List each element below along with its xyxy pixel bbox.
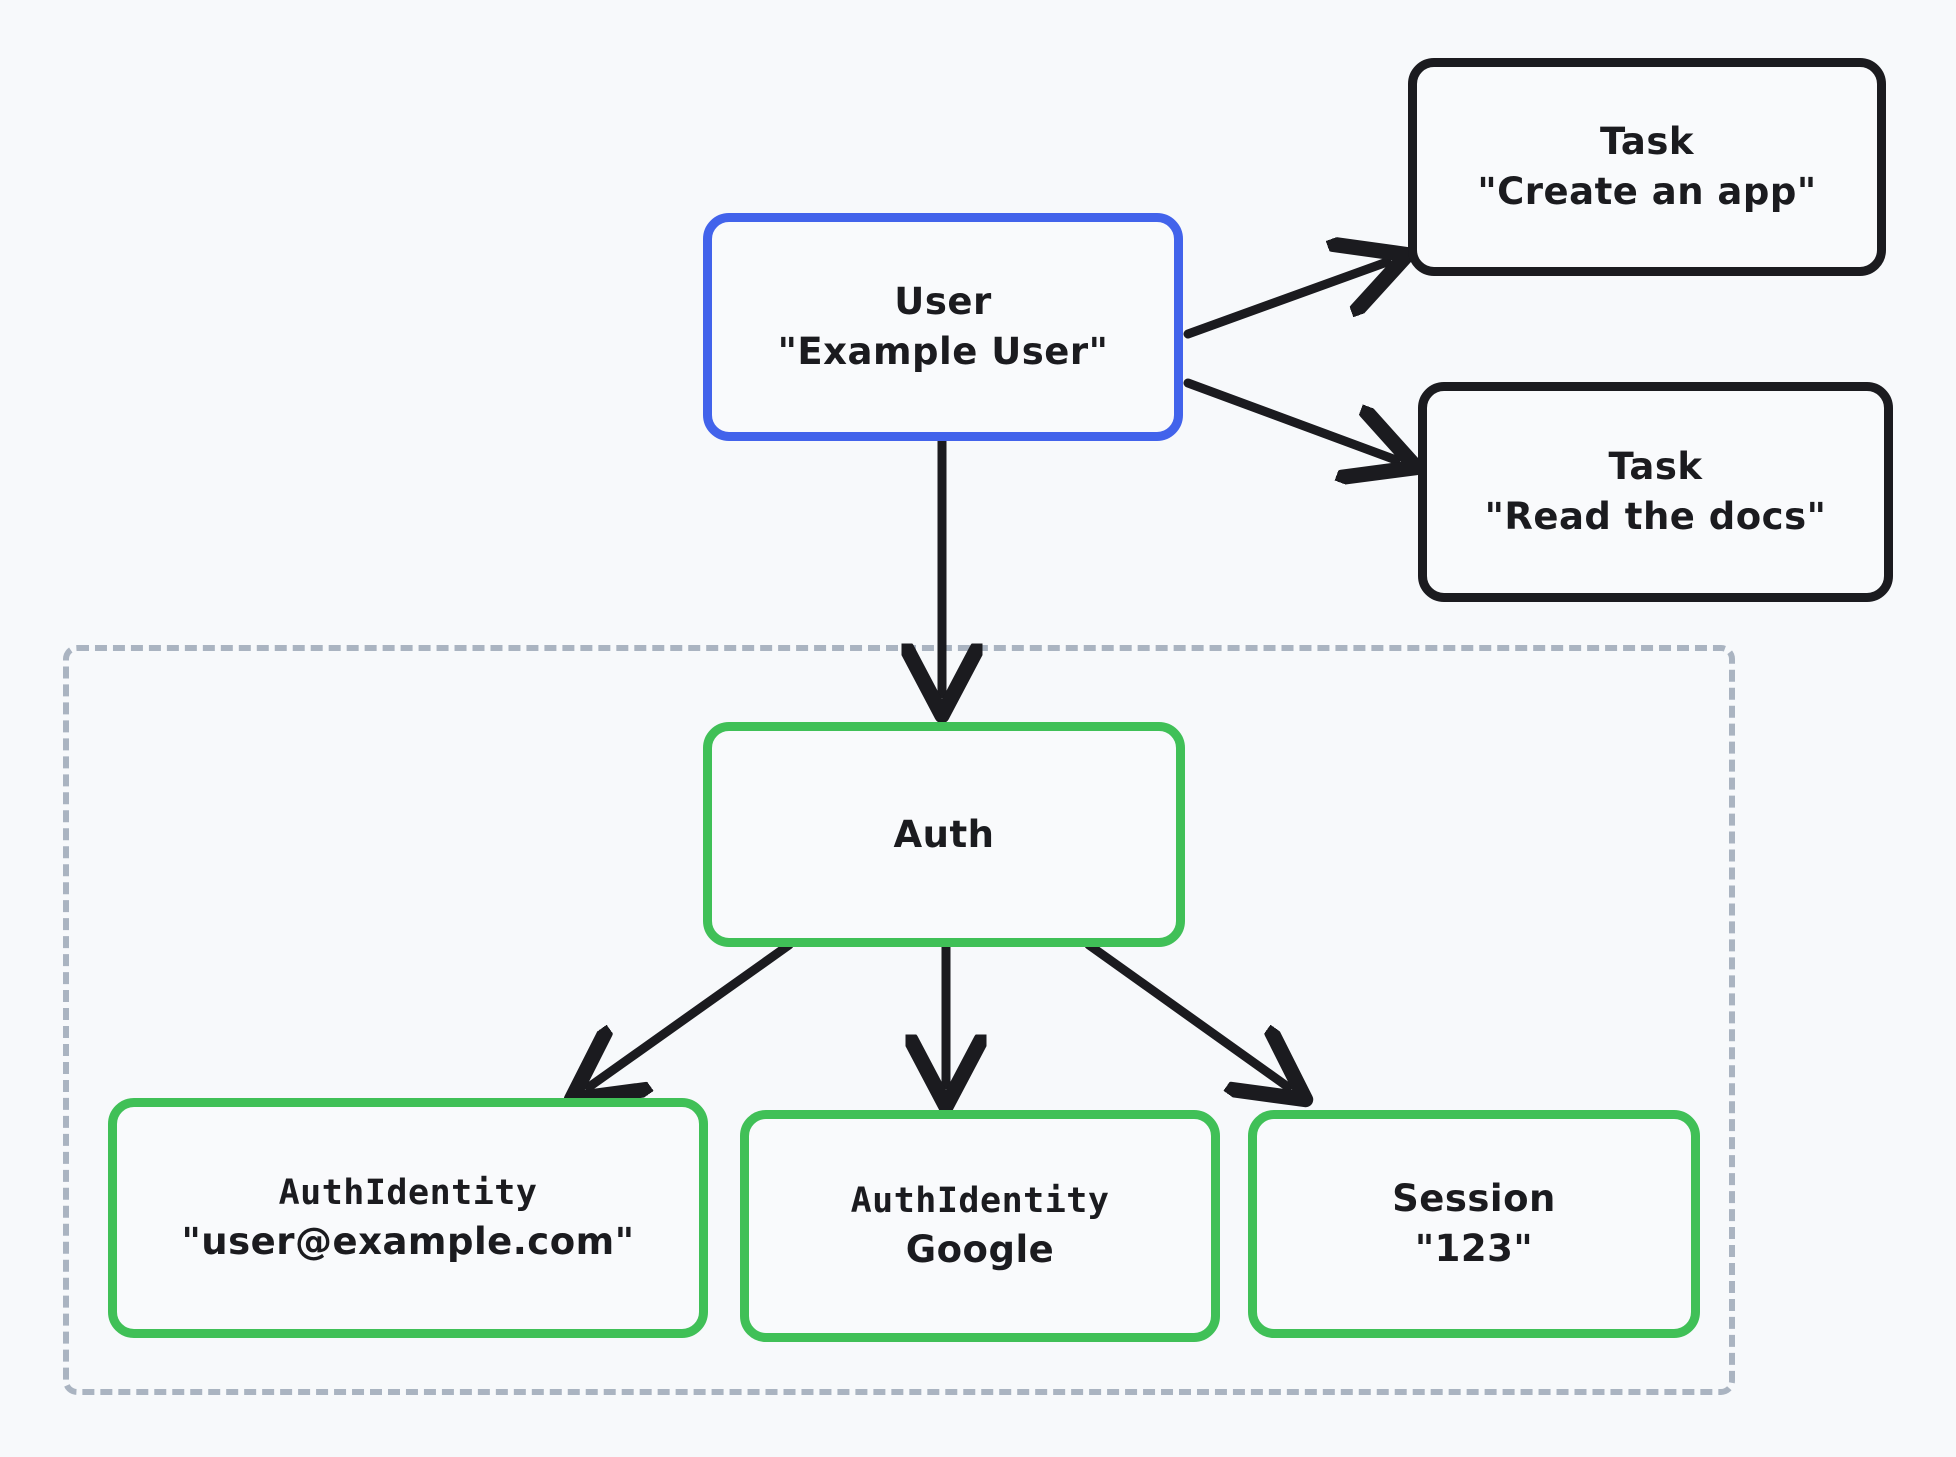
node-identity-1-type: AuthIdentity [278,1172,538,1213]
node-task-2-type: Task [1608,445,1703,489]
edge-user-to-task-2 [1183,378,1396,460]
node-auth-identity-google[interactable]: AuthIdentity Google [740,1110,1220,1342]
node-user-value: "Example User" [777,330,1109,373]
node-task-1-value: "Create an app" [1477,170,1817,213]
node-identity-2-value: Google [905,1227,1055,1271]
node-auth-identity-email[interactable]: AuthIdentity "user@example.com" [108,1098,708,1338]
node-auth-type: Auth [893,812,995,856]
node-session-type: Session [1392,1177,1556,1221]
node-identity-1-value: "user@example.com" [181,1219,635,1263]
node-session[interactable]: Session "123" [1248,1110,1700,1338]
node-auth[interactable]: Auth [703,722,1185,947]
node-session-value: "123" [1414,1227,1534,1270]
node-task-2-value: "Read the docs" [1484,495,1827,538]
node-task-read-the-docs[interactable]: Task "Read the docs" [1418,382,1893,602]
node-task-create-an-app[interactable]: Task "Create an app" [1408,58,1886,276]
node-task-1-type: Task [1599,120,1695,164]
edge-user-to-task-1 [1183,262,1387,339]
node-user-type: User [894,280,992,324]
node-user[interactable]: User "Example User" [703,213,1183,441]
node-identity-2-type: AuthIdentity [850,1180,1110,1221]
auth-group-frame [63,645,1735,1395]
